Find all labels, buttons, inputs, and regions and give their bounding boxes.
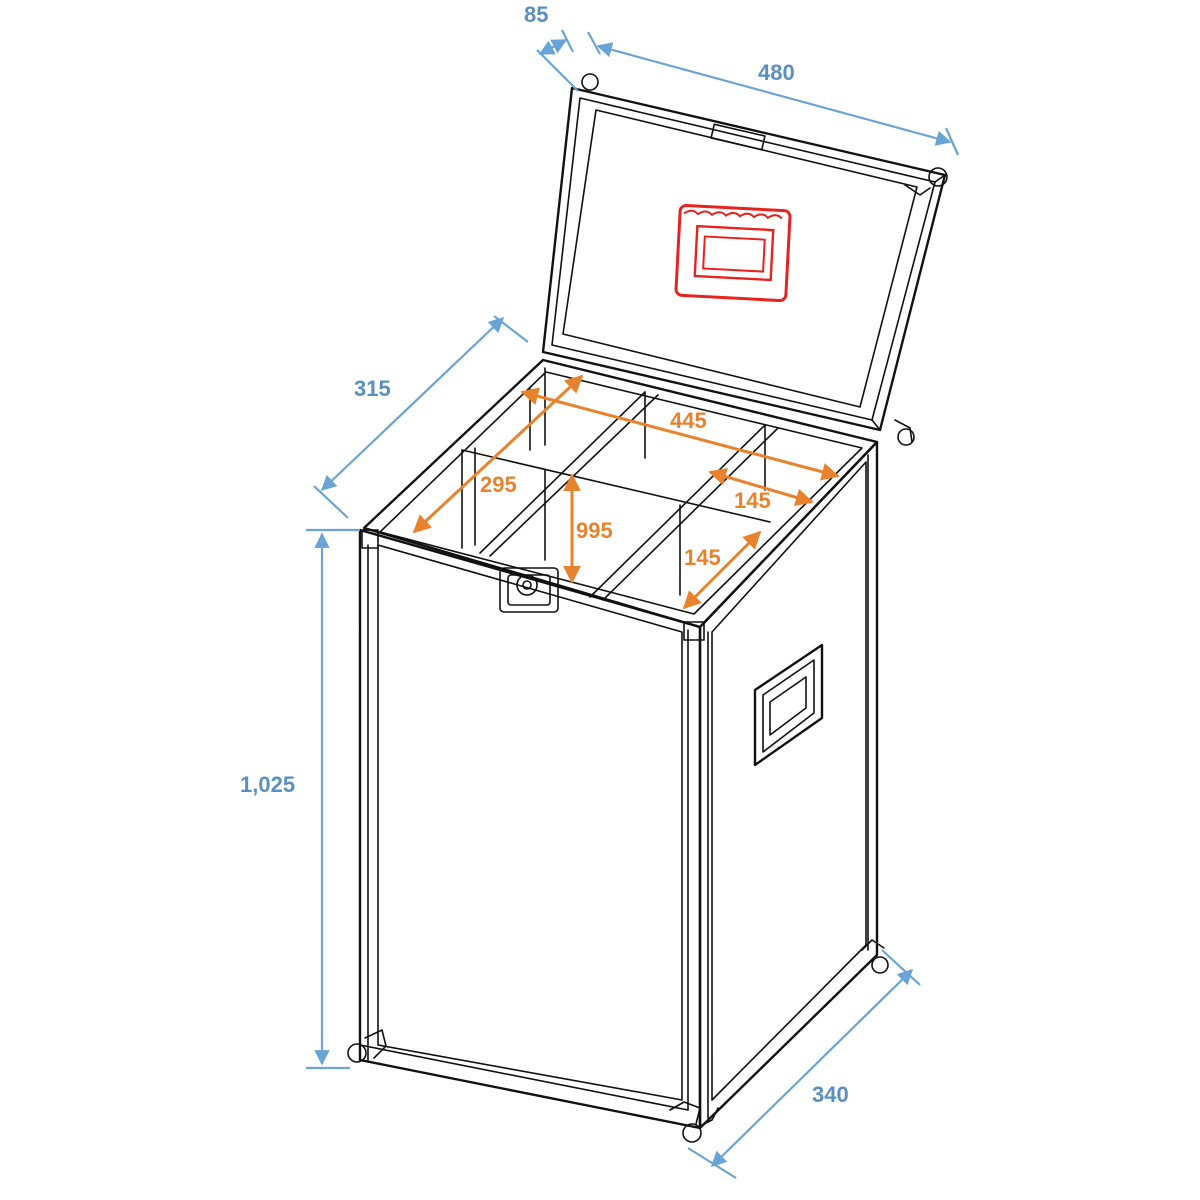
label-inner-depth: 295 <box>480 472 517 497</box>
case-body <box>347 358 889 1143</box>
label-inner-width: 445 <box>670 408 707 433</box>
label-height: 1,025 <box>240 772 295 797</box>
label-compartment-width: 145 <box>684 545 721 570</box>
front-latch <box>499 567 559 613</box>
label-compartment-depth: 145 <box>734 488 771 513</box>
label-inner-height: 995 <box>576 518 613 543</box>
label-width: 480 <box>758 60 795 85</box>
label-depth-top: 315 <box>354 376 391 401</box>
case-lid <box>541 73 948 446</box>
lid-handle <box>674 203 792 303</box>
side-handle <box>753 643 824 767</box>
outer-dimensions <box>306 29 960 1179</box>
inner-dimensions <box>412 374 840 610</box>
label-lid-depth: 85 <box>524 2 548 27</box>
label-depth-bottom: 340 <box>812 1082 849 1107</box>
